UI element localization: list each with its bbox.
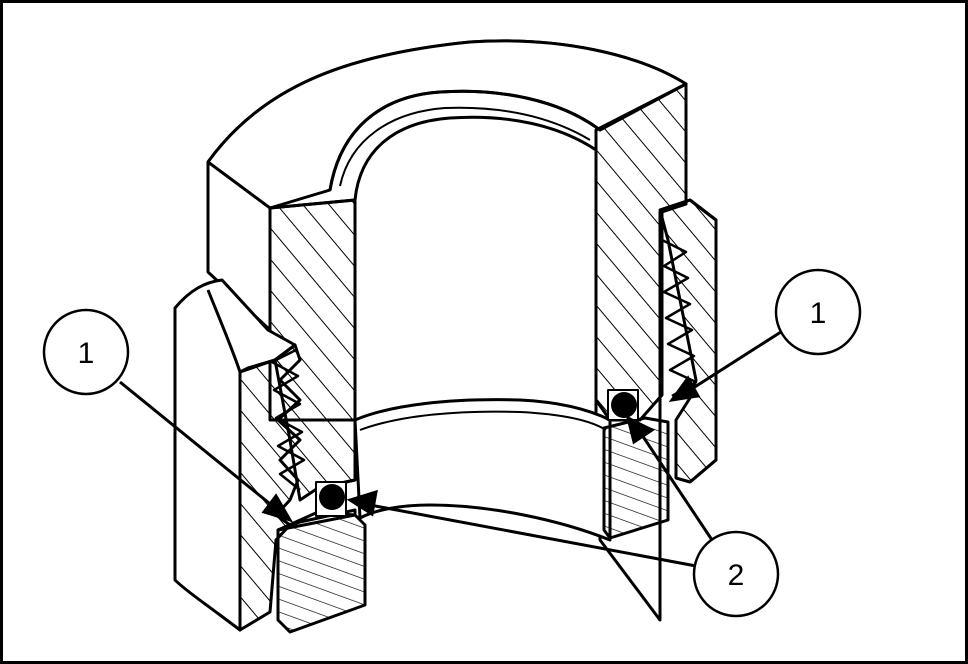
- left-tube: [276, 513, 367, 634]
- arrowhead-2-left: [346, 489, 378, 517]
- left-nut-section: [238, 343, 302, 632]
- right-nut-outline: [659, 198, 718, 484]
- left-nut-bevel: [206, 289, 242, 373]
- lower-bore-opening: [353, 398, 612, 542]
- leader-right-1: [689, 328, 785, 392]
- callout-label: 1: [810, 297, 827, 330]
- arrowhead-2-right: [625, 415, 655, 445]
- threads-right: [661, 238, 698, 398]
- inner-bore: [353, 115, 598, 422]
- bore-rim: [328, 89, 601, 191]
- callout-label: 2: [728, 559, 745, 592]
- left-o-ring: [319, 484, 345, 510]
- threads-left: [270, 348, 306, 491]
- callout-bottom-2: 2: [692, 530, 780, 618]
- leader-2-to-right: [638, 431, 714, 541]
- fitting-illustration: 1 1 2: [42, 39, 862, 634]
- right-o-ring: [611, 392, 637, 418]
- leader-2-to-left: [369, 503, 697, 568]
- callout-label: 1: [78, 337, 95, 370]
- callout-right-1: 1: [774, 268, 862, 356]
- bore-chamfer: [339, 106, 591, 187]
- arrowhead-left-1: [261, 493, 294, 523]
- leader-left-1: [119, 380, 281, 514]
- upper-right-section: [594, 82, 688, 422]
- arrowhead-right-1: [668, 375, 701, 403]
- callout-left-1: 1: [42, 308, 130, 396]
- lower-bore-edge: [359, 410, 607, 431]
